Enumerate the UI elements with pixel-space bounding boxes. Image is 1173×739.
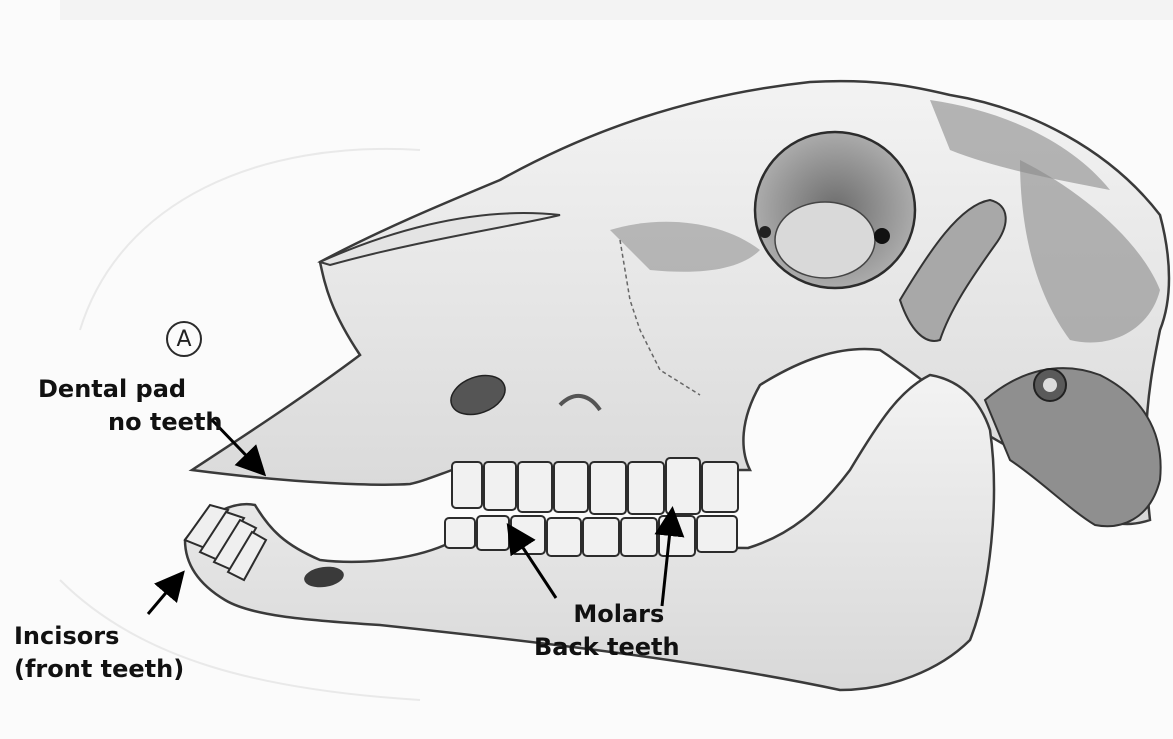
orbit-inner [775,202,875,278]
orbit-foramen [874,228,890,244]
orbit-foramen-2 [759,226,771,238]
dental-pad-label: Dental pad no teeth [38,373,223,439]
molars-line-1: Molars [534,598,680,631]
incisor-arrow [148,575,181,614]
molars-label: Molars Back teeth [534,598,680,664]
dental-pad-line-1: Dental pad [38,373,223,406]
incisors-line-1: Incisors [14,620,184,653]
dental-pad-line-2: no teeth [38,406,223,439]
upper-molars [452,458,738,514]
incisors-line-2: (front teeth) [14,653,184,686]
molars-line-2: Back teeth [534,631,680,664]
incisors-label: Incisors (front teeth) [14,620,184,686]
lower-molars [445,516,737,556]
panel-letter-badge: A [166,321,202,357]
ear-canal-inner [1043,378,1057,392]
